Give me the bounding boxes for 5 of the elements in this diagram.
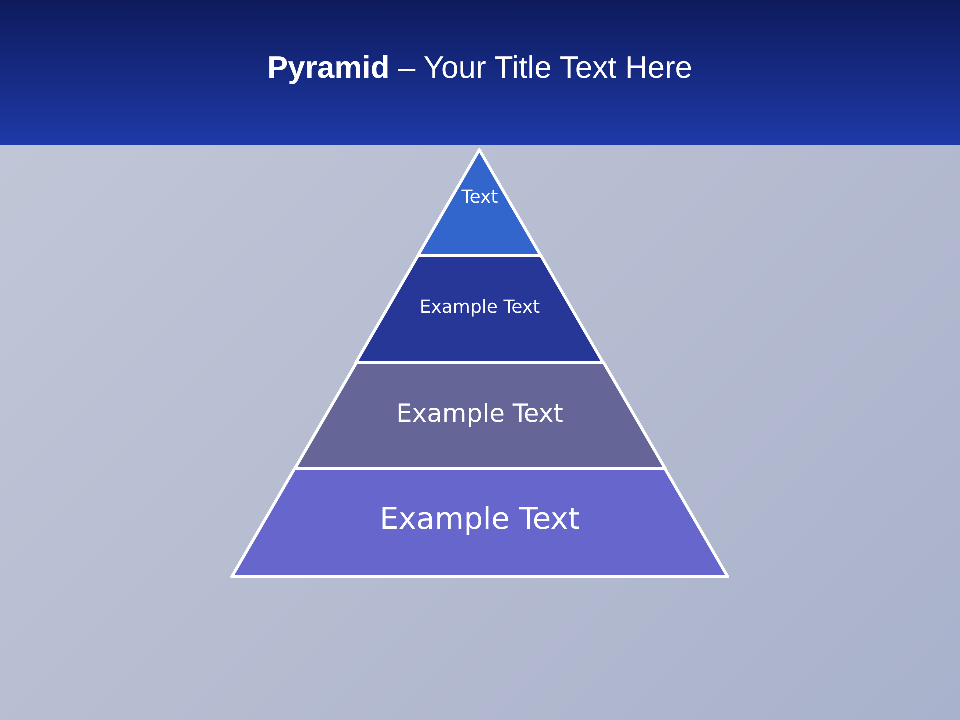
layer-label: Example Text — [420, 296, 540, 318]
slide-title: Pyramid – Your Title Text Here — [266, 50, 694, 86]
layer-label: Example Text — [396, 398, 564, 428]
layer-label: Text — [462, 186, 498, 208]
layer-label: Example Text — [380, 502, 580, 537]
